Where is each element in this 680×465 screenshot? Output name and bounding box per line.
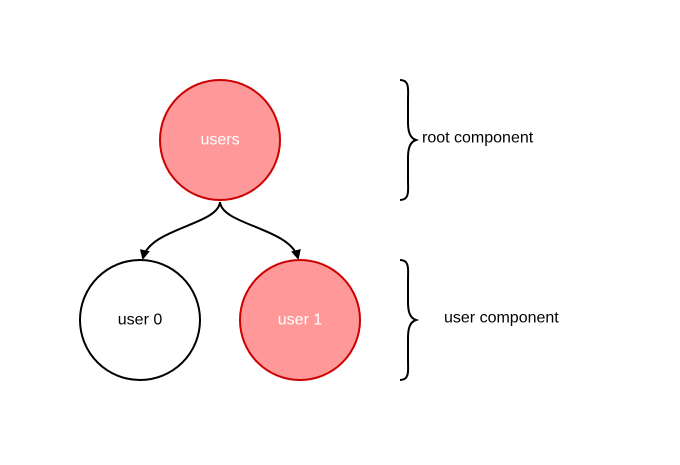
node-users-label: users — [200, 132, 239, 149]
node-user-0: user 0 — [79, 259, 201, 381]
node-user-1-circle — [239, 259, 361, 381]
node-users-circle — [159, 79, 281, 201]
root-component-label: root component — [422, 130, 534, 147]
node-user-1: user 1 — [239, 259, 361, 381]
edge-users-to-user1 — [219, 201, 301, 260]
node-user-0-label: user 0 — [118, 312, 163, 329]
node-user-0-circle — [79, 259, 201, 381]
user-component-annotation: user component — [399, 259, 559, 381]
user-component-label: user component — [444, 310, 559, 327]
node-users: users — [159, 79, 281, 201]
root-component-annotation: root component — [399, 79, 534, 201]
user-component-brace — [399, 259, 420, 381]
edge-users-to-user0 — [139, 201, 221, 260]
root-component-brace — [399, 79, 420, 201]
node-user-1-label: user 1 — [278, 312, 323, 329]
